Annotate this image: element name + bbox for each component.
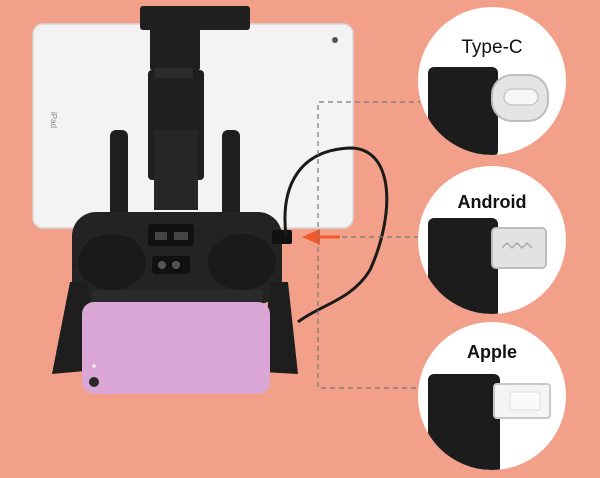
dashed-guide-lines [317,101,420,389]
apple-bubble: Apple [418,322,566,470]
orange-arrow [302,229,340,245]
type-c-label: Type-C [461,37,523,58]
lightning-connector-icon [428,374,551,470]
tablet-holder-arm [110,6,250,220]
apple-label: Apple [466,342,517,362]
phone-camera [89,377,99,387]
remote-controller [72,212,292,304]
android-bubble: Android [418,166,566,314]
cable [283,146,389,324]
usb-type-c-connector-icon [428,67,549,155]
tablet-brand-text: iPad [49,112,58,129]
phone-clamp [52,282,298,374]
type-c-bubble: Type-C [418,7,566,155]
phone [82,302,270,394]
android-label: Android [457,192,527,212]
micro-usb-connector-icon [428,218,547,314]
tablet-camera [332,37,338,43]
